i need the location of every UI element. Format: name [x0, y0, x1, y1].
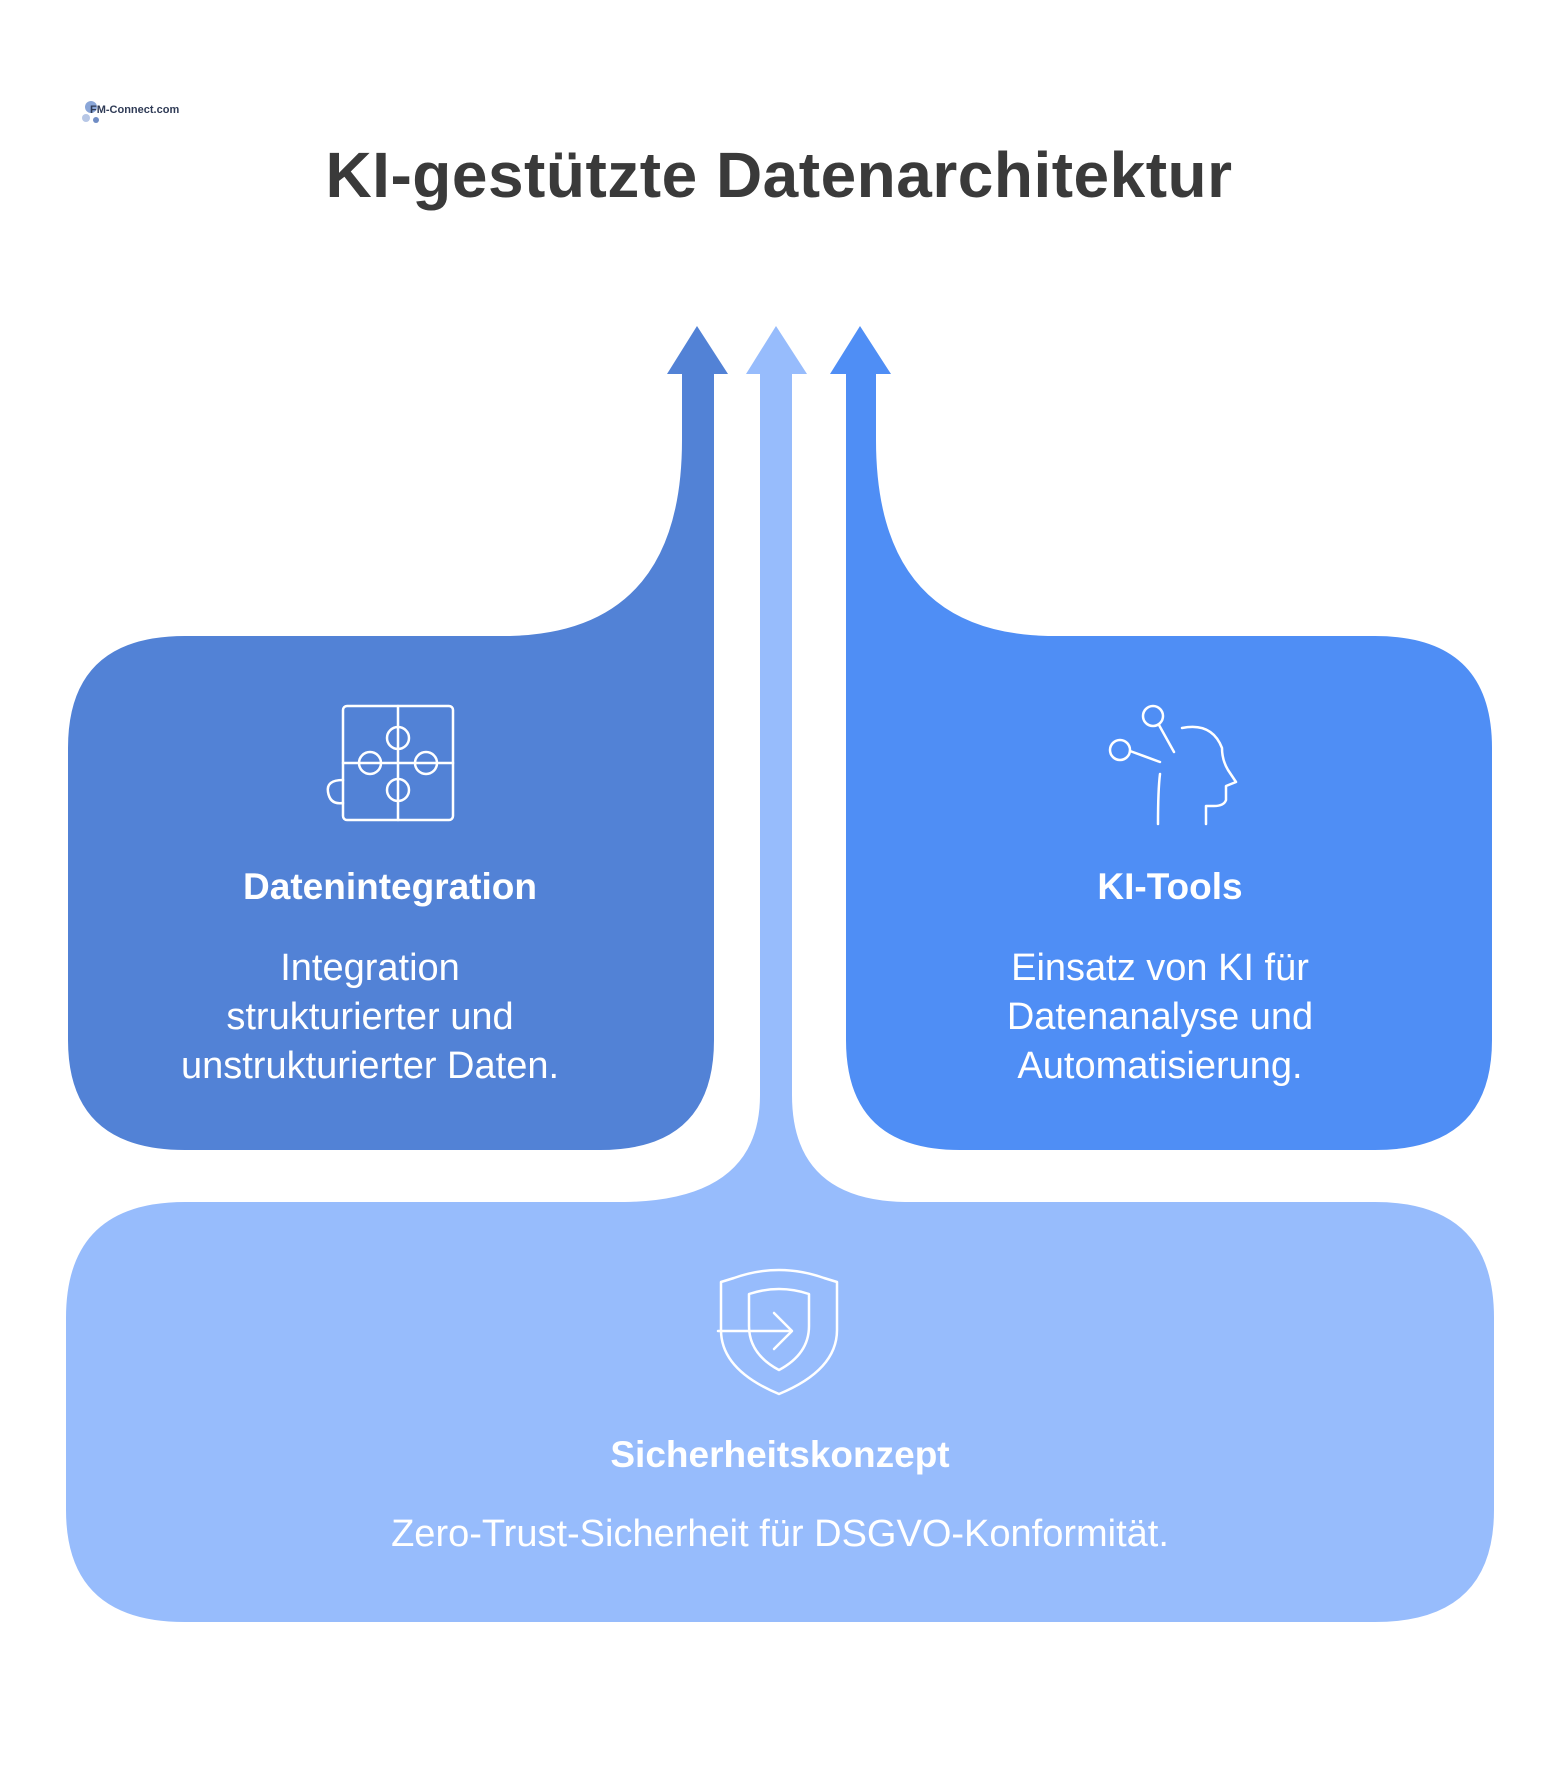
security-title: Sicherheitskonzept: [610, 1434, 950, 1475]
tools-desc-line-2: Datenanalyse und: [1006, 996, 1314, 1038]
integration-description: Integration strukturierter und unstruktu…: [120, 944, 620, 1091]
tools-desc-line-1: Einsatz von KI für: [1011, 947, 1309, 989]
security-desc-line-1: Zero-Trust-Sicherheit für DSGVO-Konformi…: [391, 1513, 1169, 1555]
ai-head-icon: [1108, 704, 1238, 826]
tools-title: KI-Tools: [1097, 866, 1243, 907]
logo: FM-Connect.com: [80, 96, 179, 134]
shield-login-icon: [716, 1268, 839, 1396]
integration-block: [68, 368, 714, 1150]
right-arrow-head: [830, 326, 891, 374]
tools-block: [843, 368, 1492, 1150]
tools-description: Einsatz von KI für Datenanalyse und Auto…: [910, 944, 1410, 1091]
center-arrow-head: [746, 326, 807, 374]
logo-text: FM-Connect.com: [90, 104, 180, 116]
left-arrow-head: [667, 326, 728, 374]
page-title: KI-gestützte Datenarchitektur: [325, 139, 1233, 211]
puzzle-icon: [326, 704, 455, 822]
security-description: Zero-Trust-Sicherheit für DSGVO-Konformi…: [180, 1510, 1380, 1559]
integration-title: Datenintegration: [243, 866, 537, 907]
integration-desc-line-2: strukturierter und: [226, 996, 514, 1038]
integration-desc-line-1: Integration: [280, 947, 460, 989]
integration-desc-line-3: unstrukturierter Daten.: [180, 1045, 560, 1087]
tools-desc-line-3: Automatisierung.: [1017, 1045, 1303, 1087]
logo-mark: [82, 101, 99, 123]
security-block: [66, 368, 1494, 1622]
